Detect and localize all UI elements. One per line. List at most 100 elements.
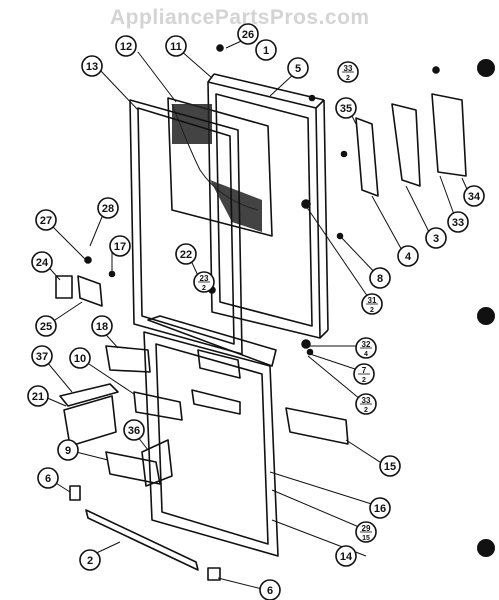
clip-parts	[69, 485, 221, 581]
shelf-parts	[59, 345, 349, 487]
callout-c5: 5	[287, 57, 309, 79]
callout-circle	[115, 35, 137, 57]
callout-label: 36	[128, 425, 140, 437]
callout-circle	[35, 315, 57, 337]
callout-circle	[27, 385, 49, 407]
callout-c7: 72	[353, 363, 375, 385]
callout-c27: 27	[35, 209, 57, 231]
callout-label: 29	[362, 524, 371, 533]
door-gasket-part	[129, 99, 243, 355]
callout-circle	[369, 267, 391, 289]
callout-label: 26	[242, 29, 254, 41]
callout-circle	[335, 545, 357, 567]
callout-circle	[123, 419, 145, 441]
callout-sublabel: 15	[362, 535, 370, 542]
callout-label: 37	[36, 351, 48, 363]
callout-circle	[463, 185, 485, 207]
callout-c1: 1	[255, 39, 277, 61]
callout-c33c: 33	[447, 211, 469, 233]
callout-label: 35	[340, 103, 352, 115]
callout-c33b: 332	[355, 393, 377, 415]
callout-label: 9	[65, 445, 71, 457]
screw-parts	[84, 44, 440, 356]
callout-circle	[369, 497, 391, 519]
callout-circle	[81, 55, 103, 77]
callout-label: 12	[120, 41, 132, 53]
callout-c18: 18	[91, 315, 113, 337]
callout-label: 8	[377, 273, 383, 285]
callout-c14: 14	[335, 545, 357, 567]
hinge-parts	[355, 93, 467, 197]
callout-sublabel: 2	[370, 307, 374, 314]
callout-sublabel: 2	[364, 407, 368, 414]
callout-label: 33	[344, 64, 353, 73]
callout-label: 25	[40, 321, 52, 333]
callout-circle	[175, 243, 197, 265]
callout-label: 27	[40, 215, 52, 227]
callout-label: 14	[340, 551, 353, 563]
callout-sublabel: 2	[202, 285, 206, 292]
callout-c22: 22	[175, 243, 197, 265]
callout-label: 18	[96, 321, 108, 333]
callout-label: 16	[374, 503, 386, 515]
callout-circle	[165, 35, 187, 57]
callout-sublabel: 4	[364, 351, 368, 358]
callout-circle	[31, 251, 53, 273]
callout-circle	[97, 197, 119, 219]
callout-c28: 28	[97, 197, 119, 219]
callout-circle	[109, 235, 131, 257]
callout-c24: 24	[31, 251, 53, 273]
callout-c6a: 6	[37, 467, 59, 489]
binder-holes	[477, 59, 495, 557]
bracket-part	[55, 275, 103, 307]
callout-c13: 13	[81, 55, 103, 77]
callout-circle	[259, 579, 281, 600]
callout-label: 32	[362, 340, 371, 349]
callout-label: 13	[86, 61, 98, 73]
door-liner-part	[143, 315, 279, 557]
callout-c25: 25	[35, 315, 57, 337]
watermark-text: AppliancePartsPros.com	[110, 6, 370, 29]
callout-sublabel: 2	[346, 75, 350, 82]
callout-c37: 37	[31, 345, 53, 367]
callout-label: 24	[36, 257, 49, 269]
callout-circle	[57, 439, 79, 461]
callout-circle	[79, 549, 101, 571]
callout-label: 4	[405, 251, 412, 263]
callout-c34: 34	[463, 185, 485, 207]
callout-c17: 17	[109, 235, 131, 257]
door-frame-part	[207, 73, 329, 339]
callout-c15: 15	[379, 455, 401, 477]
callout-c36: 36	[123, 419, 145, 441]
callout-c8: 8	[369, 267, 391, 289]
callout-label: 31	[368, 296, 377, 305]
callout-c3: 3	[425, 227, 447, 249]
callout-c2: 2	[79, 549, 101, 571]
callout-label: 7	[362, 366, 367, 375]
door-panel-part	[167, 97, 273, 237]
callout-label: 22	[180, 249, 192, 261]
callout-label: 15	[384, 461, 396, 473]
callout-layer: 1234566728910111213141516171821222322425…	[27, 23, 485, 600]
callout-c32: 324	[355, 337, 377, 359]
callout-label: 11	[170, 41, 182, 53]
callout-label: 6	[267, 585, 273, 597]
callout-c33a: 332	[337, 61, 359, 83]
callout-c10: 10	[69, 347, 91, 369]
callout-c21: 21	[27, 385, 49, 407]
callout-circle	[35, 209, 57, 231]
callout-label: 21	[32, 391, 44, 403]
callout-circle	[37, 467, 59, 489]
callout-label: 33	[452, 217, 464, 229]
leader-lines	[37, 37, 471, 591]
callout-c9: 9	[57, 439, 79, 461]
callout-circle	[69, 347, 91, 369]
callout-circle	[379, 455, 401, 477]
callout-circle	[255, 39, 277, 61]
callout-c16: 16	[369, 497, 391, 519]
callout-circle	[335, 97, 357, 119]
callout-label: 6	[45, 473, 51, 485]
callout-label: 2	[87, 555, 93, 567]
